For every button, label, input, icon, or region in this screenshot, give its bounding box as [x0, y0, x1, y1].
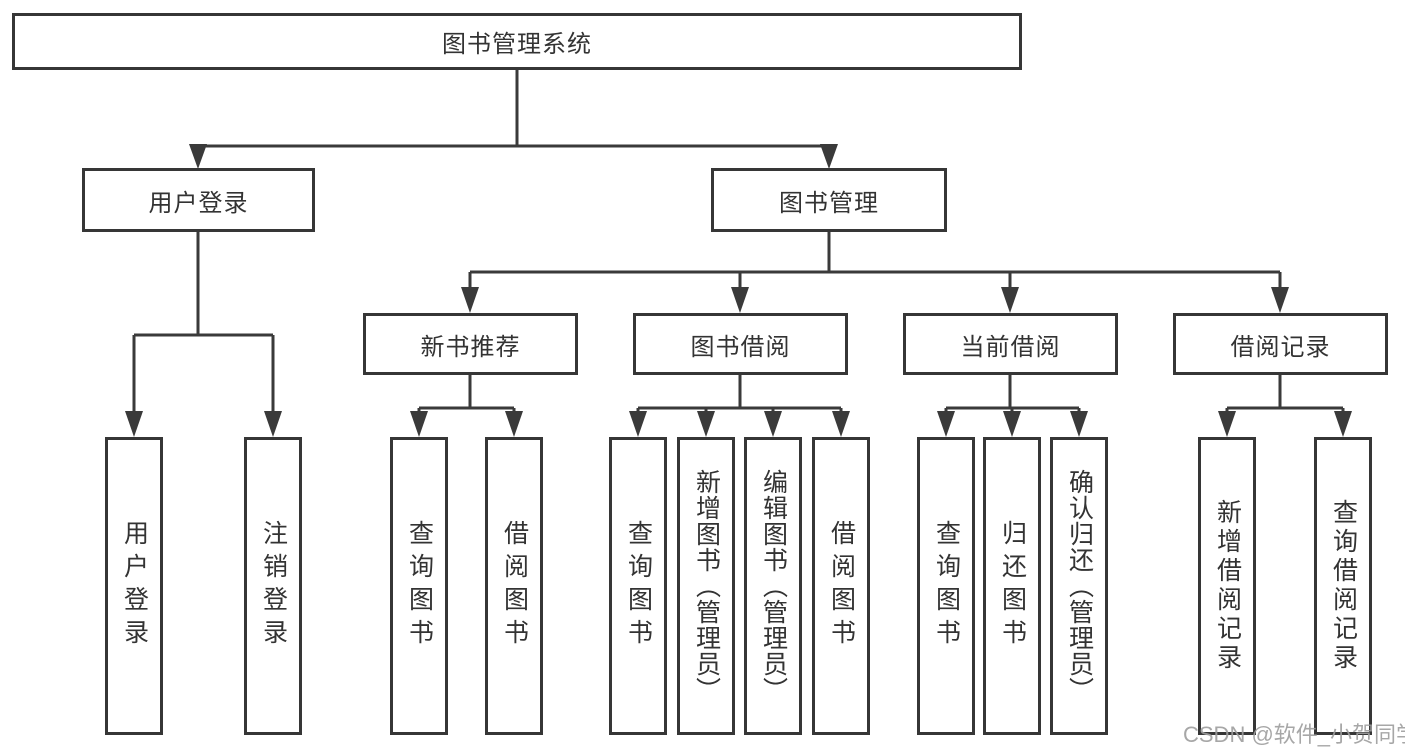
leaf-query-books-3: 查询图书 [917, 437, 975, 735]
connector-book-borrow [629, 375, 850, 437]
leaf-add-borrow-record: 新增借阅记录 [1198, 437, 1256, 735]
node-borrow-records-label: 借阅记录 [1230, 333, 1331, 361]
leaf-return-books: 归还图书 [983, 437, 1041, 735]
node-borrow-records: 借阅记录 [1173, 313, 1388, 375]
connector-current-borrow [937, 375, 1088, 437]
leaf-user-login: 用户登录 [105, 437, 163, 735]
leaf-query-borrow-record: 查询借阅记录 [1314, 437, 1372, 735]
node-user-login-branch: 用户登录 [82, 168, 315, 232]
node-new-books: 新书推荐 [363, 313, 578, 375]
connector-root [189, 70, 838, 169]
leaf-add-books-admin: 新增图书（管理员） [677, 437, 735, 735]
node-user-login-branch-label: 用户登录 [148, 189, 249, 217]
connector-new-books [410, 375, 523, 437]
leaf-query-books-2: 查询图书 [609, 437, 667, 735]
node-root-label: 图书管理系统 [442, 31, 592, 58]
leaf-edit-books-admin: 编辑图书（管理员） [744, 437, 802, 735]
node-current-borrow: 当前借阅 [903, 313, 1118, 375]
leaf-borrow-books-1: 借阅图书 [485, 437, 543, 735]
node-book-borrow-label: 图书借阅 [690, 333, 791, 361]
node-book-borrow: 图书借阅 [633, 313, 848, 375]
node-root: 图书管理系统 [12, 13, 1022, 70]
node-book-management-branch: 图书管理 [711, 168, 947, 232]
leaf-confirm-return-admin: 确认归还（管理员） [1050, 437, 1108, 735]
node-new-books-label: 新书推荐 [420, 333, 521, 361]
leaf-query-books-1: 查询图书 [390, 437, 448, 735]
connector-book-branch [461, 232, 1289, 313]
leaf-borrow-books-2: 借阅图书 [812, 437, 870, 735]
node-book-management-branch-label: 图书管理 [779, 189, 879, 217]
node-current-borrow-label: 当前借阅 [960, 333, 1061, 361]
leaf-logout: 注销登录 [244, 437, 302, 735]
csdn-watermark: CSDN @软件_小贺同学 [1183, 722, 1405, 747]
connector-borrow-records [1218, 375, 1352, 437]
connector-user-branch [125, 232, 282, 437]
